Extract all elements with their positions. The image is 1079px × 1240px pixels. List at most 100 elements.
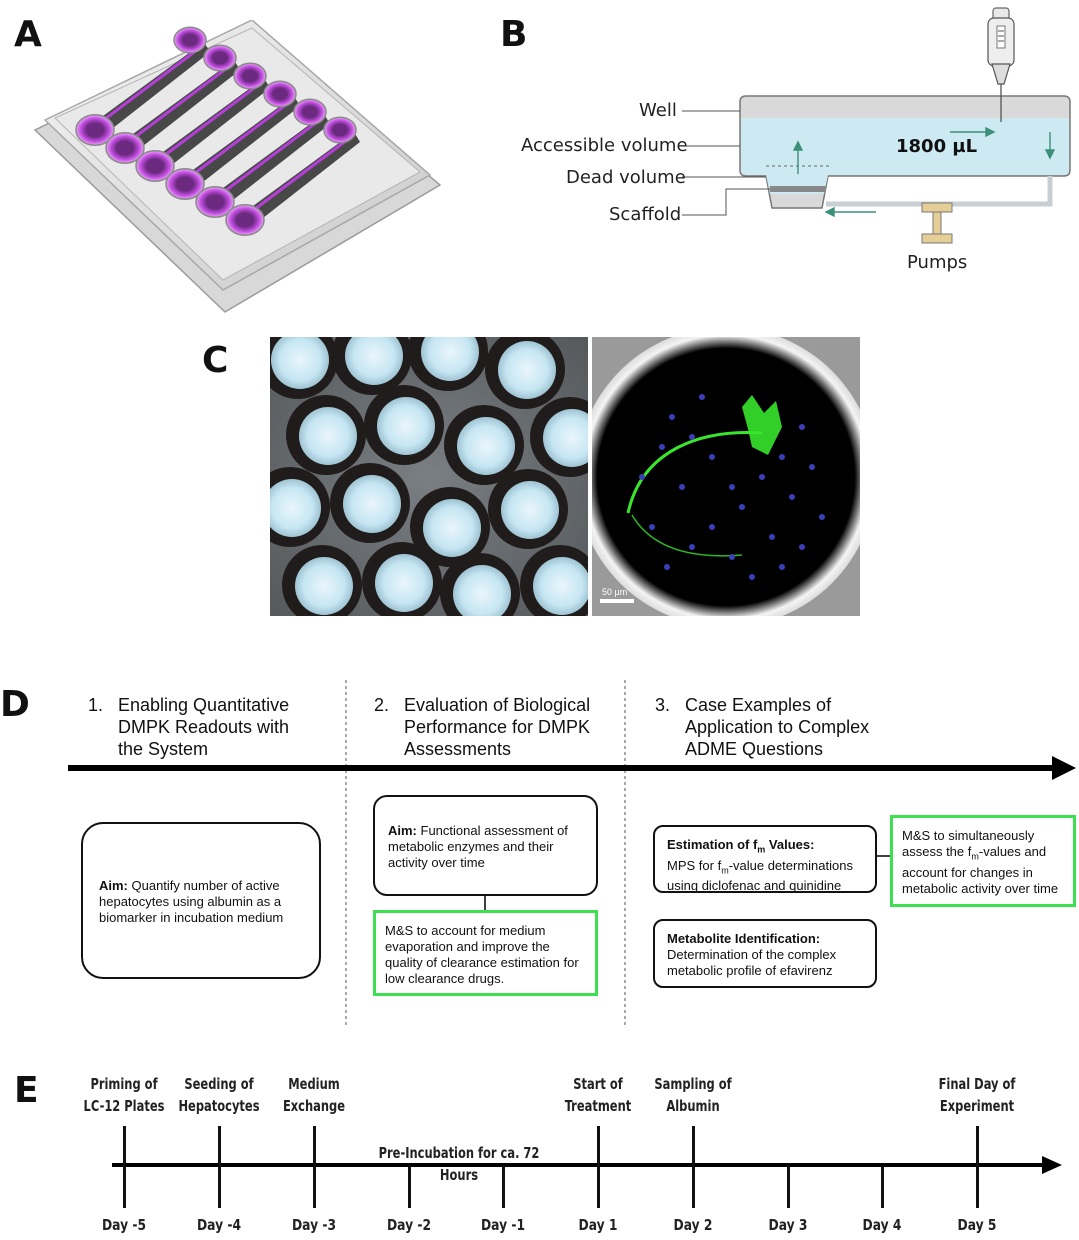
- well-label: Well: [639, 100, 677, 121]
- event-tick: [976, 1126, 979, 1208]
- cell-nucleus: [679, 484, 685, 490]
- cell-nucleus: [779, 454, 785, 460]
- cell-nucleus: [749, 574, 755, 580]
- timeline-arrow: [112, 1156, 1062, 1174]
- cell-nucleus: [689, 434, 695, 440]
- cell-nucleus: [689, 544, 695, 550]
- cell-nucleus: [709, 454, 715, 460]
- cell-nucleus: [649, 524, 655, 530]
- plate-channel-medium: [104, 42, 206, 121]
- plate-channel: [223, 114, 330, 200]
- scaffold-pore: [543, 409, 588, 467]
- cell-nucleus: [799, 544, 805, 550]
- day-tick: [787, 1166, 790, 1208]
- panel-c-label: C: [202, 340, 229, 381]
- scaffold-pore: [345, 337, 403, 385]
- cell-nucleus: [819, 514, 825, 520]
- cell-nucleus: [799, 424, 805, 430]
- day-label: Day 1: [578, 1216, 618, 1234]
- phase-2-number: 2.: [374, 695, 390, 715]
- ms-box-fm-values: M&S to simultaneously assess the fm-valu…: [890, 815, 1076, 907]
- scaffold-pore: [271, 337, 329, 389]
- scaffold-pore: [423, 499, 481, 557]
- scaffold-pore: [343, 475, 401, 533]
- scaffold-pore: [375, 554, 433, 612]
- event-tick: [692, 1126, 695, 1208]
- plate-well: [195, 186, 235, 218]
- scale-bar-label: 50 µm: [602, 587, 627, 597]
- plate-well: [75, 114, 115, 146]
- plate-well: [203, 44, 237, 72]
- plate-well: [323, 116, 357, 144]
- day-label: Day -3: [291, 1216, 337, 1234]
- day-label: Day 4: [862, 1216, 902, 1234]
- plate-well: [233, 62, 267, 90]
- pumps-label: Pumps: [907, 252, 968, 273]
- plate-well: [225, 204, 265, 236]
- phase-1-number: 1.: [88, 695, 104, 715]
- plate-channel: [103, 42, 210, 128]
- day-tick: [408, 1166, 411, 1208]
- scaffold-pore: [498, 341, 556, 399]
- cell-nucleus: [639, 474, 645, 480]
- event-tick: [313, 1126, 316, 1208]
- event-tick: [123, 1126, 126, 1208]
- plate-well: [135, 150, 175, 182]
- plate-well: [165, 168, 205, 200]
- cell-nucleus: [779, 564, 785, 570]
- plate-channel: [163, 78, 270, 164]
- day-label: Day -5: [101, 1216, 147, 1234]
- plate-well: [173, 26, 207, 54]
- panel-e-label: E: [14, 1070, 39, 1111]
- phase-2-title: Evaluation of Biological Performance for…: [404, 695, 591, 759]
- phase-1-title: Enabling Quantitative DMPK Readouts with…: [118, 695, 290, 759]
- fluorescence-micrograph: 50 µm: [592, 337, 860, 616]
- scaffold-pore: [453, 565, 511, 616]
- lc12-plate-illustration: [33, 20, 442, 313]
- volume-label: 1800 µL: [896, 136, 978, 157]
- fm-estimation-box: Estimation of fm Values: MPS for fm-valu…: [653, 825, 877, 893]
- panel-a-label: A: [14, 14, 42, 55]
- scaffold-pore: [270, 479, 321, 537]
- plate-channel: [133, 60, 240, 146]
- plate-channel-medium: [164, 78, 266, 157]
- scaffold-label: Scaffold: [609, 204, 682, 225]
- scaffold-pore: [295, 557, 353, 615]
- aim-box-2: Aim: Functional assessment of metabolic …: [373, 795, 598, 896]
- plate-channel-medium: [134, 60, 236, 139]
- scaffold-pore: [501, 481, 559, 539]
- cell-nucleus: [699, 394, 705, 400]
- panel-d-lines: [68, 680, 1076, 1028]
- plate-channel-medium: [224, 114, 326, 193]
- accessible-volume-label: Accessible volume: [521, 135, 688, 156]
- cell-nucleus: [659, 444, 665, 450]
- cell-nucleus: [789, 494, 795, 500]
- day-label: Day 5: [957, 1216, 997, 1234]
- plate-channel-medium: [194, 96, 296, 175]
- phase-3-title: Case Examples of Application to Complex …: [685, 695, 870, 759]
- day-label: Day -1: [480, 1216, 526, 1234]
- metabolite-id-box: Metabolite Identification:Determination …: [653, 919, 877, 988]
- plate-channel: [193, 96, 300, 182]
- aim-box-1: Aim: Quantify number of active hepatocyt…: [81, 822, 321, 979]
- scaffold-pore: [457, 417, 515, 475]
- plate-well: [263, 80, 297, 108]
- day-label: Day 3: [768, 1216, 808, 1234]
- day-label: Day -2: [386, 1216, 432, 1234]
- phase-3-number: 3.: [655, 695, 671, 715]
- cell-nucleus: [709, 524, 715, 530]
- event-tick: [597, 1126, 600, 1208]
- cell-nucleus: [759, 474, 765, 480]
- day-tick: [881, 1166, 884, 1208]
- cell-nucleus: [739, 504, 745, 510]
- dead-volume-label: Dead volume: [566, 167, 686, 188]
- event-tick: [218, 1126, 221, 1208]
- cell-nucleus: [769, 534, 775, 540]
- scaffold-pore: [533, 557, 588, 615]
